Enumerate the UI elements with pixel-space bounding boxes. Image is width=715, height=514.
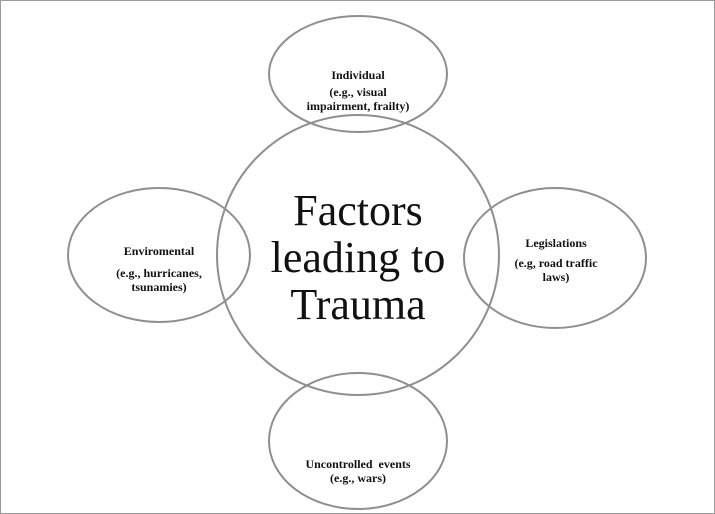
- center-circle: [216, 114, 500, 396]
- center-title-line-1: Factors: [293, 186, 423, 235]
- legislations-example-1: (e.g, road traffic: [514, 256, 598, 270]
- environmental-example-2: tsunamies): [131, 280, 187, 294]
- center-title: Factors leading to Trauma: [238, 187, 478, 328]
- environmental-label: Enviromental (e.g., hurricanes, tsunamie…: [89, 244, 229, 294]
- environmental-circle: [67, 187, 251, 323]
- uncontrolled-circle: [268, 372, 448, 510]
- individual-title: Individual: [331, 68, 385, 82]
- individual-example-1: (e.g., visual: [329, 85, 387, 99]
- uncontrolled-example-1: (e.g., wars): [330, 471, 386, 485]
- legislations-circle: [463, 187, 647, 329]
- individual-label: Individual (e.g., visual impairment, fra…: [288, 68, 428, 113]
- center-title-line-2: leading to: [270, 233, 446, 282]
- legislations-label: Legislations (e.g, road traffic laws): [486, 236, 626, 284]
- legislations-title: Legislations: [525, 236, 587, 250]
- legislations-example-2: laws): [542, 270, 570, 284]
- individual-example-2: impairment, frailty): [306, 99, 410, 113]
- uncontrolled-title: Uncontrolled events: [305, 457, 411, 471]
- individual-circle: [268, 15, 448, 133]
- environmental-example-1: (e.g., hurricanes,: [116, 266, 202, 280]
- center-title-line-3: Trauma: [290, 280, 426, 329]
- uncontrolled-label: Uncontrolled events (e.g., wars): [278, 457, 438, 485]
- environmental-title: Enviromental: [123, 244, 195, 258]
